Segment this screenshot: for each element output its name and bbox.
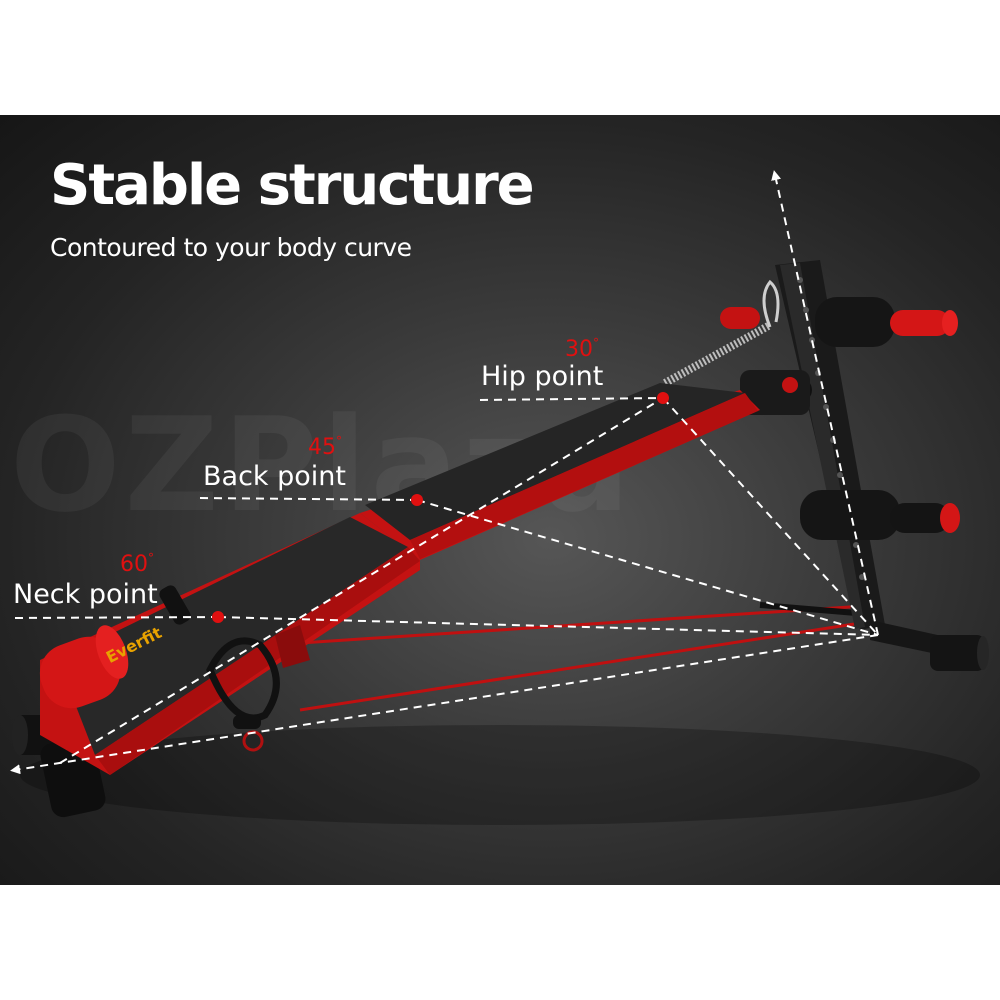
- neck-point-marker: [212, 611, 224, 623]
- neck-point-label: Neck point: [13, 579, 158, 610]
- hip-point-marker: [657, 392, 669, 404]
- hip-angle: 30°: [565, 336, 599, 362]
- angle-guides: [10, 170, 879, 775]
- spring-hook: [663, 279, 780, 387]
- hinge-bracket: [740, 370, 810, 415]
- back-angle: 45°: [308, 434, 342, 460]
- back-point-marker: [411, 494, 423, 506]
- hip-point-label: Hip point: [481, 361, 604, 392]
- page-subtitle: Contoured to your body curve: [50, 233, 412, 262]
- floor-shadow: [20, 725, 980, 825]
- product-image-panel: OZPlaza: [0, 115, 1000, 885]
- band-handles: [159, 585, 280, 752]
- upper-foot-rollers: [720, 297, 958, 347]
- back-point-label: Back point: [203, 461, 346, 492]
- bench-illustration: OZPlaza: [10, 170, 989, 825]
- page-title: Stable structure: [50, 153, 535, 218]
- back-pad: [360, 383, 760, 560]
- neck-roller: [39, 625, 129, 709]
- lower-foot-rollers: [800, 490, 960, 540]
- pressure-points: [212, 392, 669, 623]
- neck-angle: 60°: [120, 551, 154, 577]
